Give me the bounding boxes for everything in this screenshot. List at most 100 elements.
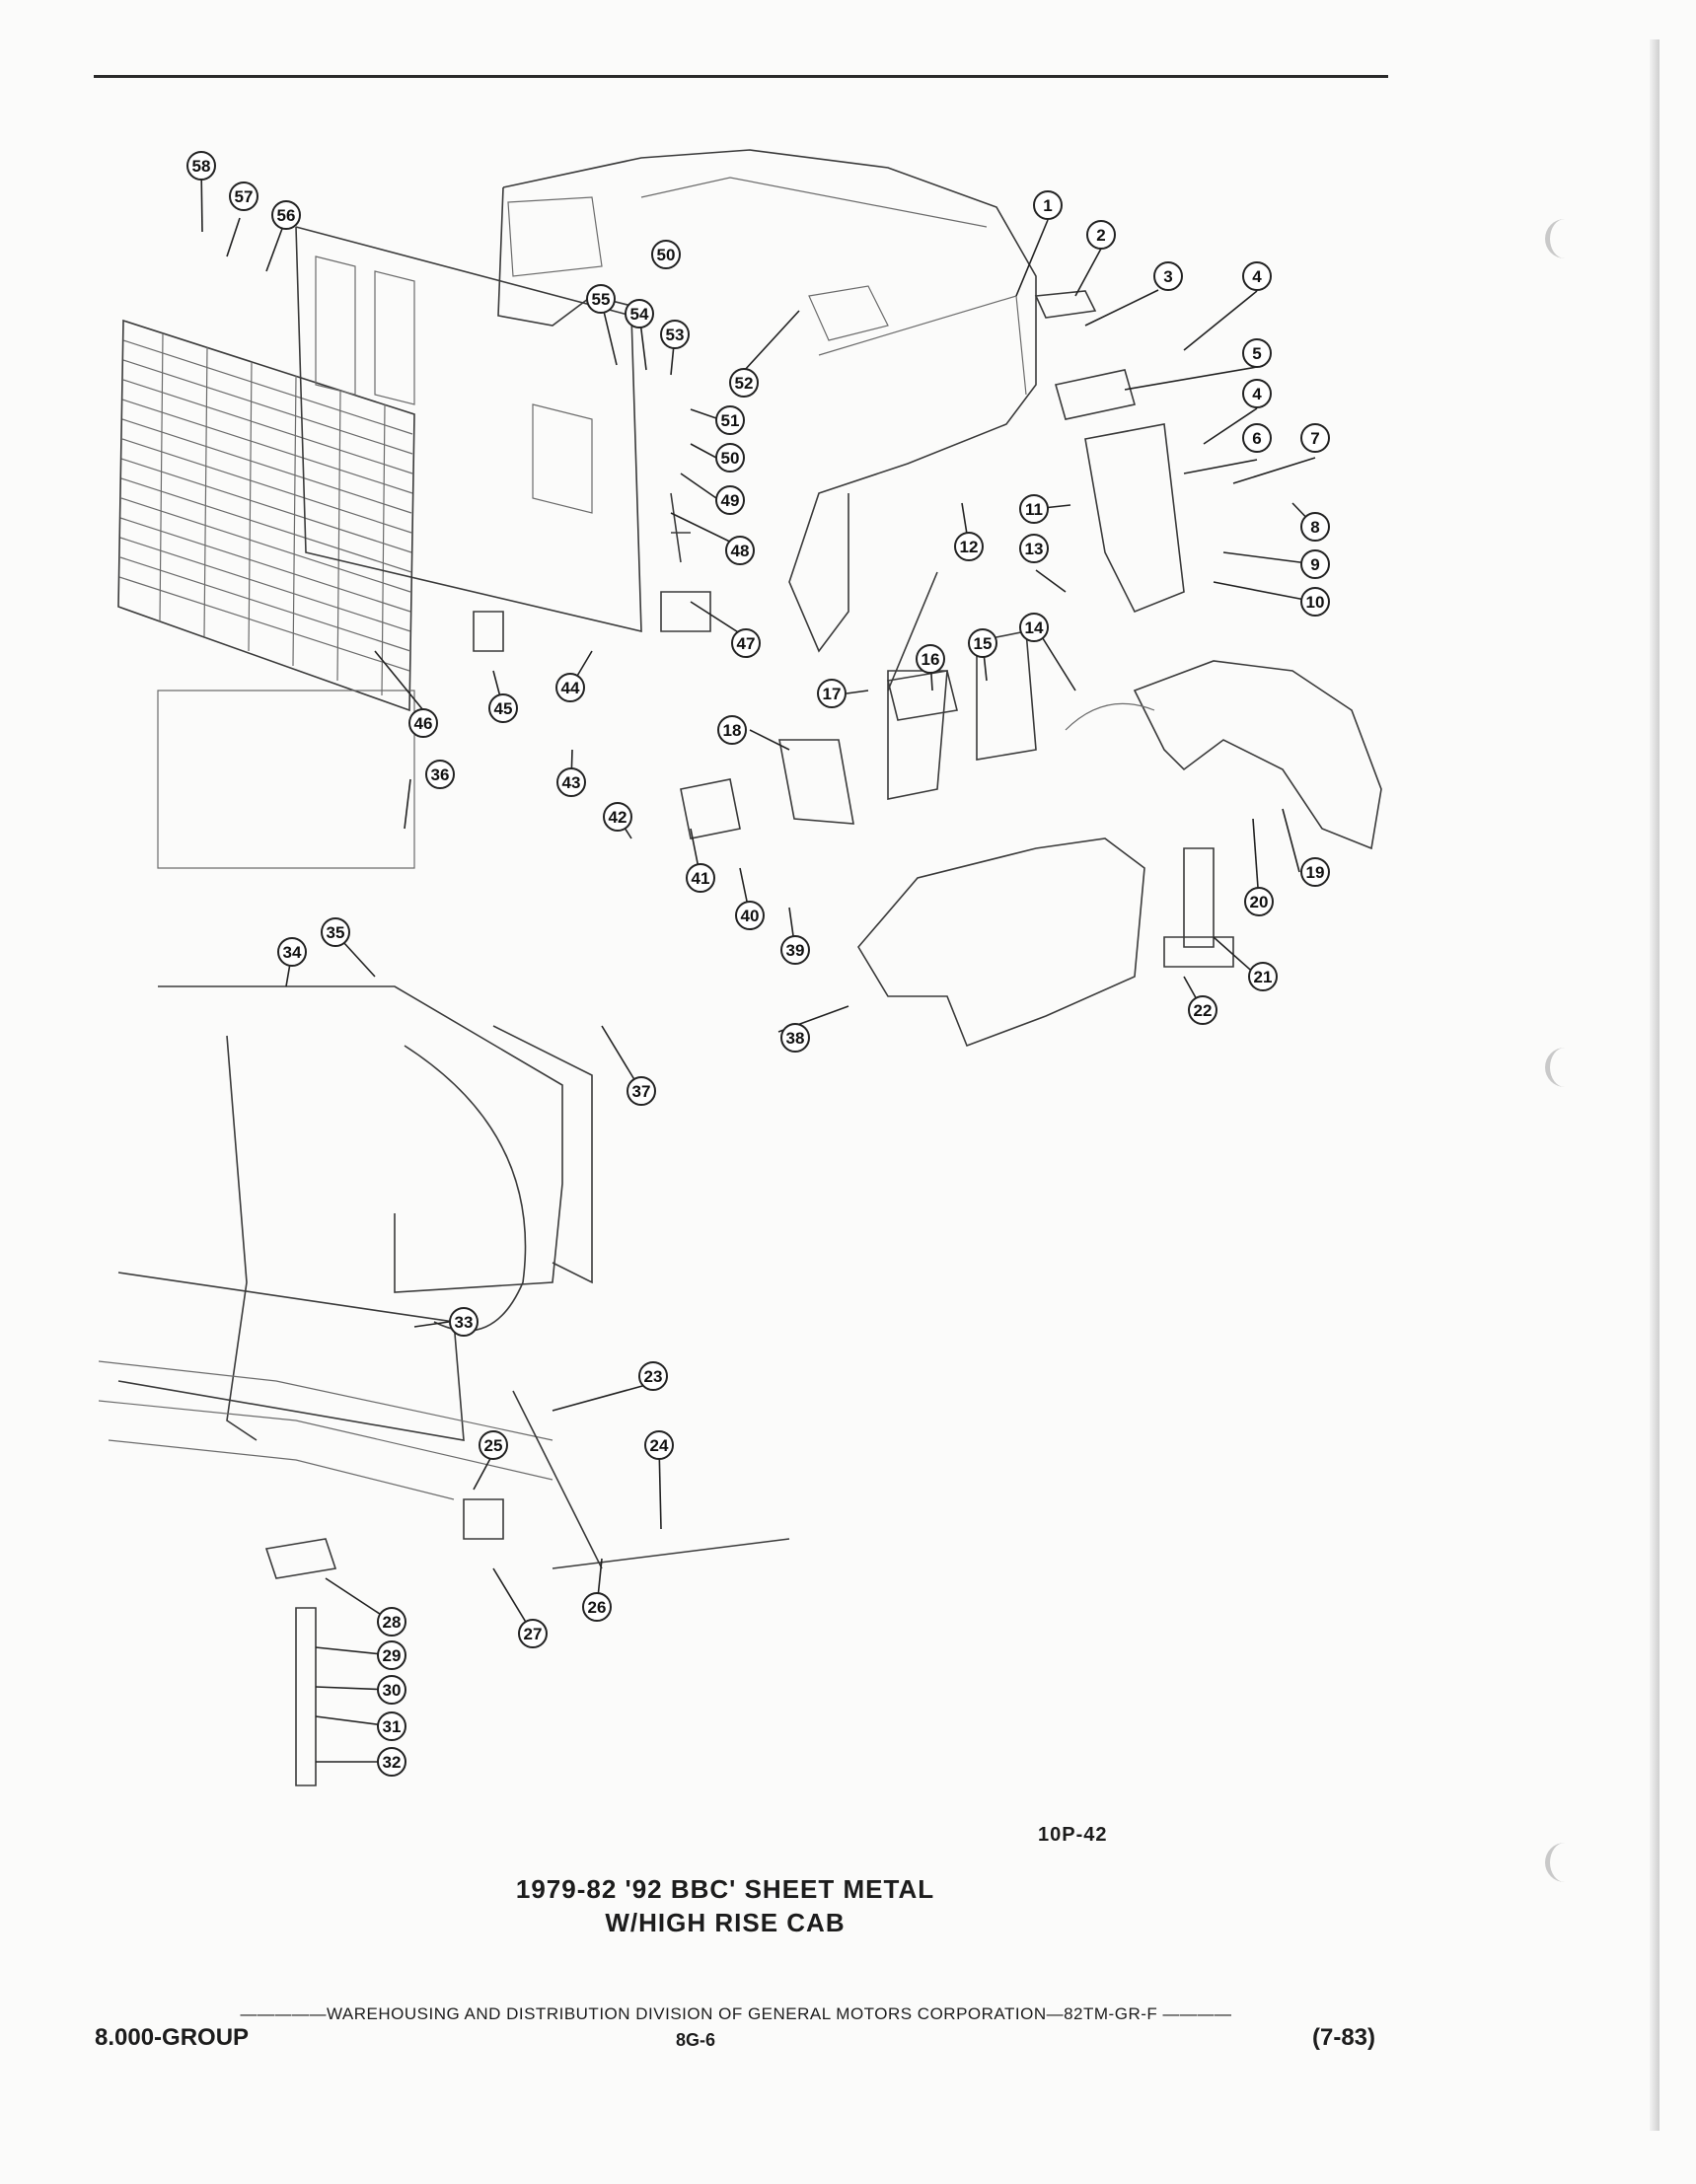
svg-text:26: 26 bbox=[588, 1598, 607, 1617]
callout-32: 32 bbox=[377, 1747, 406, 1777]
svg-text:17: 17 bbox=[823, 685, 842, 703]
callout-41: 41 bbox=[686, 863, 715, 893]
svg-text:21: 21 bbox=[1254, 968, 1273, 986]
svg-text:55: 55 bbox=[592, 290, 611, 309]
callout-56: 56 bbox=[271, 200, 301, 230]
callout-24: 24 bbox=[644, 1430, 674, 1460]
svg-text:3: 3 bbox=[1163, 267, 1172, 286]
svg-text:33: 33 bbox=[455, 1313, 474, 1332]
svg-text:31: 31 bbox=[383, 1717, 402, 1736]
callout-8: 8 bbox=[1300, 512, 1330, 542]
callout-25: 25 bbox=[479, 1430, 508, 1460]
svg-text:5: 5 bbox=[1252, 344, 1261, 363]
callout-16: 16 bbox=[916, 644, 945, 674]
figure-title-line1: 1979-82 '92 BBC' SHEET METAL bbox=[515, 1874, 935, 1904]
svg-text:41: 41 bbox=[692, 869, 710, 888]
footer-page-number: 8G-6 bbox=[676, 2030, 716, 2050]
radiator-support-drawing bbox=[98, 690, 593, 1500]
svg-text:25: 25 bbox=[484, 1436, 503, 1455]
svg-text:14: 14 bbox=[1025, 619, 1044, 637]
bracket-drawings bbox=[264, 290, 1234, 1786]
svg-text:47: 47 bbox=[737, 634, 756, 653]
svg-text:18: 18 bbox=[723, 721, 742, 740]
svg-text:22: 22 bbox=[1194, 1001, 1213, 1020]
svg-text:20: 20 bbox=[1250, 893, 1269, 911]
svg-text:35: 35 bbox=[327, 923, 345, 942]
callout-49: 49 bbox=[715, 485, 745, 515]
svg-text:6: 6 bbox=[1252, 429, 1261, 448]
callout-43: 43 bbox=[556, 767, 586, 797]
callout-29: 29 bbox=[377, 1640, 406, 1670]
callout-2: 2 bbox=[1086, 220, 1116, 250]
svg-text:37: 37 bbox=[632, 1082, 651, 1101]
callout-47: 47 bbox=[731, 628, 761, 658]
callout-1: 1 bbox=[1033, 190, 1063, 220]
page-edge-shadow bbox=[1650, 39, 1659, 2131]
callout-18: 18 bbox=[717, 715, 747, 745]
callout-54: 54 bbox=[625, 299, 654, 328]
svg-text:44: 44 bbox=[561, 679, 580, 697]
footer-group: 8.000-GROUP bbox=[95, 2024, 250, 2051]
callout-58: 58 bbox=[186, 151, 216, 181]
svg-text:16: 16 bbox=[922, 650, 940, 669]
callout-15: 15 bbox=[968, 628, 997, 658]
svg-text:24: 24 bbox=[650, 1436, 669, 1455]
callout-50: 50 bbox=[715, 443, 745, 473]
svg-text:11: 11 bbox=[1025, 500, 1043, 519]
svg-text:45: 45 bbox=[494, 699, 513, 718]
figure-reference: 10P-42 bbox=[1038, 1824, 1108, 1846]
top-rule bbox=[94, 75, 1388, 78]
svg-text:15: 15 bbox=[974, 634, 993, 653]
callout-45: 45 bbox=[488, 693, 518, 723]
svg-text:7: 7 bbox=[1310, 429, 1319, 448]
callout-35: 35 bbox=[321, 917, 350, 947]
callout-44: 44 bbox=[555, 673, 585, 702]
svg-text:36: 36 bbox=[431, 765, 450, 784]
callout-6: 6 bbox=[1242, 423, 1272, 453]
svg-text:51: 51 bbox=[721, 411, 740, 430]
binder-hole bbox=[1545, 1843, 1566, 1882]
callout-57: 57 bbox=[229, 182, 258, 211]
svg-text:27: 27 bbox=[524, 1625, 543, 1643]
svg-text:50: 50 bbox=[657, 246, 676, 264]
svg-text:42: 42 bbox=[609, 808, 627, 827]
callout-13: 13 bbox=[1019, 534, 1049, 563]
grille-drawing bbox=[117, 226, 642, 712]
svg-text:38: 38 bbox=[786, 1029, 805, 1048]
callout-17: 17 bbox=[817, 679, 847, 708]
callout-38: 38 bbox=[780, 1023, 810, 1053]
footer-division-line: —————WAREHOUSING AND DISTRIBUTION DIVISI… bbox=[240, 2004, 1232, 2023]
fender-drawing bbox=[857, 660, 1382, 1048]
svg-text:1: 1 bbox=[1043, 196, 1052, 215]
callout-23: 23 bbox=[638, 1361, 668, 1391]
binder-hole bbox=[1545, 219, 1566, 258]
callout-7: 7 bbox=[1300, 423, 1330, 453]
callout-20: 20 bbox=[1244, 887, 1274, 916]
svg-text:4: 4 bbox=[1252, 267, 1262, 286]
callout-27: 27 bbox=[518, 1619, 548, 1648]
svg-text:13: 13 bbox=[1025, 540, 1044, 558]
callout-30: 30 bbox=[377, 1675, 406, 1705]
callout-12: 12 bbox=[954, 532, 984, 561]
svg-text:58: 58 bbox=[192, 157, 211, 176]
svg-text:12: 12 bbox=[960, 538, 979, 556]
callout-46: 46 bbox=[408, 708, 438, 738]
svg-text:40: 40 bbox=[741, 907, 760, 925]
svg-text:50: 50 bbox=[721, 449, 740, 468]
svg-text:8: 8 bbox=[1310, 518, 1319, 537]
callout-3: 3 bbox=[1153, 261, 1183, 291]
binder-hole bbox=[1545, 1048, 1566, 1087]
svg-text:9: 9 bbox=[1310, 555, 1319, 574]
callout-11: 11 bbox=[1019, 494, 1049, 524]
svg-text:57: 57 bbox=[235, 187, 254, 206]
callout-14: 14 bbox=[1019, 613, 1049, 642]
callout-4: 4 bbox=[1242, 261, 1272, 291]
callout-40: 40 bbox=[735, 901, 765, 930]
callout-39: 39 bbox=[780, 935, 810, 965]
callout-51: 51 bbox=[715, 405, 745, 435]
leader-lines bbox=[200, 165, 1316, 1763]
svg-text:10: 10 bbox=[1306, 593, 1325, 612]
callout-42: 42 bbox=[603, 802, 632, 832]
